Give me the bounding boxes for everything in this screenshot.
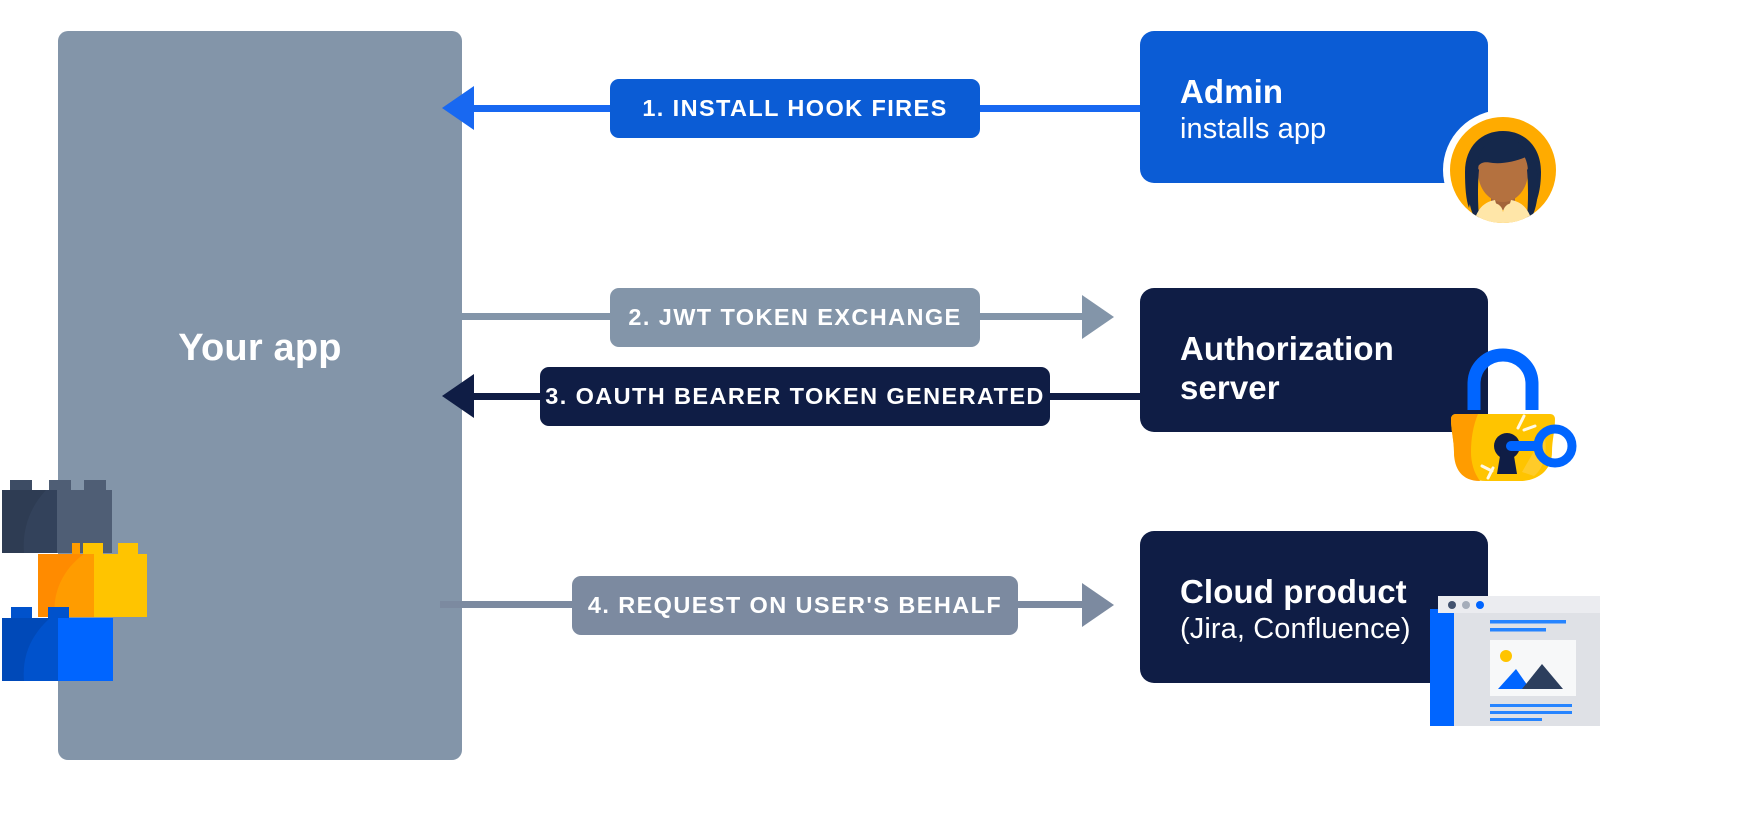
step-1-line-left bbox=[470, 105, 612, 112]
node-authorization-server-title-line2: server bbox=[1180, 368, 1280, 406]
node-authorization-server-title: Authorization bbox=[1180, 330, 1394, 367]
step-1-line-right bbox=[978, 105, 1140, 112]
node-admin-subtitle: installs app bbox=[1180, 112, 1327, 145]
step-4-label: 4. REQUEST ON USER'S BEHALF bbox=[572, 576, 1018, 635]
step-3-line-left bbox=[470, 393, 550, 400]
admin-avatar-icon bbox=[1443, 110, 1563, 230]
padlock-icon bbox=[1440, 338, 1580, 483]
node-cloud-product: Cloud product (Jira, Confluence) bbox=[1140, 531, 1488, 683]
step-3-label: 3. OAUTH BEARER TOKEN GENERATED bbox=[540, 367, 1050, 426]
node-cloud-product-title: Cloud product bbox=[1180, 573, 1407, 610]
step-2-arrowhead bbox=[1082, 295, 1114, 339]
step-2-line-left bbox=[440, 313, 614, 320]
node-admin: Admin installs app bbox=[1140, 31, 1488, 183]
step-2-line-right bbox=[976, 313, 1086, 320]
step-3-line-right bbox=[1045, 393, 1140, 400]
lego-bricks-icon bbox=[0, 455, 190, 710]
step-3-arrowhead bbox=[442, 374, 474, 418]
step-2-label: 2. JWT TOKEN EXCHANGE bbox=[610, 288, 980, 347]
browser-window-icon bbox=[1430, 596, 1600, 726]
step-1-label: 1. INSTALL HOOK FIRES bbox=[610, 79, 980, 138]
your-app-panel: Your app bbox=[58, 31, 462, 760]
your-app-label: Your app bbox=[178, 327, 342, 369]
node-admin-title: Admin bbox=[1180, 73, 1284, 110]
step-4-arrowhead bbox=[1082, 583, 1114, 627]
step-4-line-right bbox=[1014, 601, 1086, 608]
node-authorization-server: Authorization server bbox=[1140, 288, 1488, 432]
step-1-arrowhead bbox=[442, 86, 474, 130]
step-4-line-left bbox=[440, 601, 576, 608]
node-cloud-product-subtitle: (Jira, Confluence) bbox=[1180, 612, 1411, 645]
